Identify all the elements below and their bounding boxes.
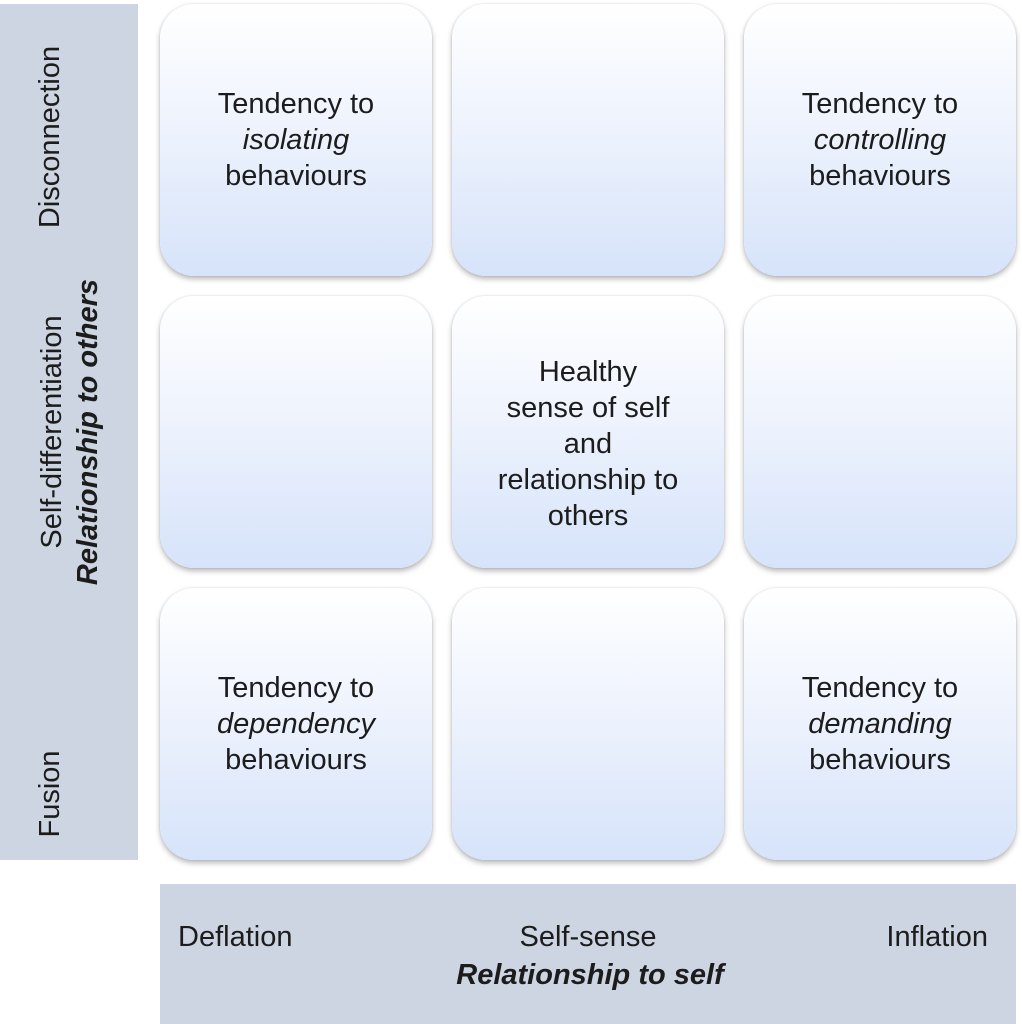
y-axis-title-text: Relationship to others: [72, 278, 104, 586]
cell-center-text: Healthy sense of self and relationship t…: [452, 354, 724, 534]
cell-top-right-text: Tendency to controlling behaviours: [744, 86, 1016, 194]
cell-top-right: Tendency to controlling behaviours: [744, 4, 1016, 276]
cell-middle-left: [160, 296, 432, 568]
cell-bottom-left-line2: dependency: [216, 708, 376, 740]
cell-center: Healthy sense of self and relationship t…: [452, 296, 724, 568]
x-axis-band: Deflation Self-sense Inflation Relations…: [160, 884, 1016, 1024]
cell-bottom-left: Tendency to dependency behaviours: [160, 588, 432, 860]
y-axis-label-disconnection-text: Disconnection: [34, 45, 66, 229]
cell-center-line5: others: [547, 500, 629, 532]
y-axis-band: [0, 4, 138, 860]
cell-bottom-left-line3: behaviours: [225, 744, 367, 776]
behaviour-grid: Tendency to isolating behaviours Tendenc…: [160, 4, 1016, 860]
cell-top-left-line1: Tendency to: [217, 88, 375, 120]
cell-bottom-center: [452, 588, 724, 860]
cell-center-line1: Healthy: [538, 356, 638, 388]
cell-center-line2: sense of self: [506, 392, 670, 424]
cell-bottom-right-line2: demanding: [808, 708, 952, 740]
cell-top-right-line1: Tendency to: [801, 88, 959, 120]
cell-top-left-line3: behaviours: [225, 160, 367, 192]
x-axis-title: Relationship to self: [456, 959, 724, 991]
cell-top-right-line2: controlling: [813, 124, 947, 156]
cell-top-left-text: Tendency to isolating behaviours: [160, 86, 432, 194]
cell-bottom-right-line1: Tendency to: [801, 672, 959, 704]
cell-bottom-right-line3: behaviours: [809, 744, 951, 776]
cell-middle-right: [744, 296, 1016, 568]
cell-top-left: Tendency to isolating behaviours: [160, 4, 432, 276]
y-axis-label-self-differentiation-text: Self-differentiation: [36, 315, 68, 549]
cell-bottom-right-text: Tendency to demanding behaviours: [744, 670, 1016, 778]
cell-bottom-right: Tendency to demanding behaviours: [744, 588, 1016, 860]
cell-bottom-left-line1: Tendency to: [217, 672, 375, 704]
x-axis-label-self-sense: Self-sense: [519, 921, 657, 953]
cell-top-center: [452, 4, 724, 276]
cell-center-line4: relationship to: [497, 464, 679, 496]
x-axis-label-inflation: Inflation: [886, 921, 988, 953]
y-axis-label-fusion-text: Fusion: [34, 750, 66, 838]
x-axis-label-deflation: Deflation: [178, 921, 293, 953]
cell-bottom-left-text: Tendency to dependency behaviours: [160, 670, 432, 778]
cell-top-right-line3: behaviours: [809, 160, 951, 192]
cell-center-line3: and: [563, 428, 613, 460]
cell-top-left-line2: isolating: [242, 124, 350, 156]
